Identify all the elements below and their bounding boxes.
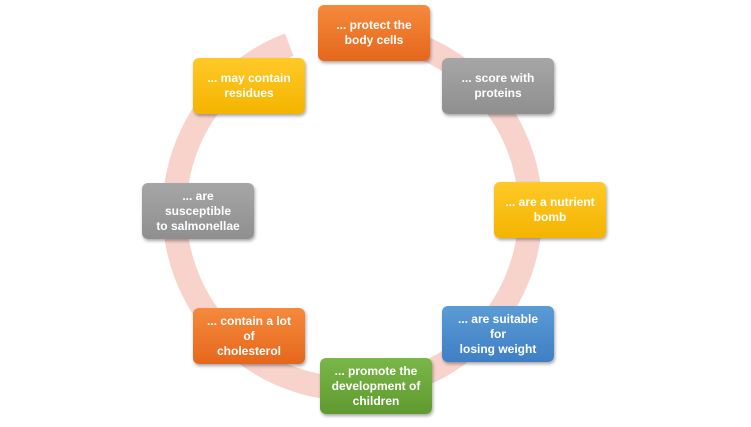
cycle-step-label: ... score with proteins (461, 71, 535, 100)
cycle-step-label: ... may contain residues (207, 71, 291, 100)
cycle-step-development-of-children: ... promote the development of children (320, 358, 432, 414)
cycle-step-losing-weight: ... are suitable for losing weight (442, 306, 554, 362)
cycle-step-label: ... are suitable for losing weight (457, 311, 539, 356)
cycle-step-label: ... contain a lot of cholesterol (206, 313, 291, 358)
cycle-step-label: ... promote the development of children (331, 363, 421, 408)
cycle-step-residues: ... may contain residues (193, 58, 305, 114)
cycle-step-label: ... are a nutrient bomb (505, 195, 595, 224)
cycle-step-cholesterol: ... contain a lot of cholesterol (193, 308, 305, 364)
cycle-step-label: ... protect the body cells (336, 18, 412, 47)
cycle-step-score-with-proteins: ... score with proteins (442, 58, 554, 114)
cycle-step-protect-body-cells: ... protect the body cells (318, 5, 430, 61)
cycle-step-label: ... are susceptible to salmonellae (156, 188, 240, 233)
cycle-step-salmonellae: ... are susceptible to salmonellae (142, 183, 254, 239)
cycle-step-nutrient-bomb: ... are a nutrient bomb (494, 182, 606, 238)
